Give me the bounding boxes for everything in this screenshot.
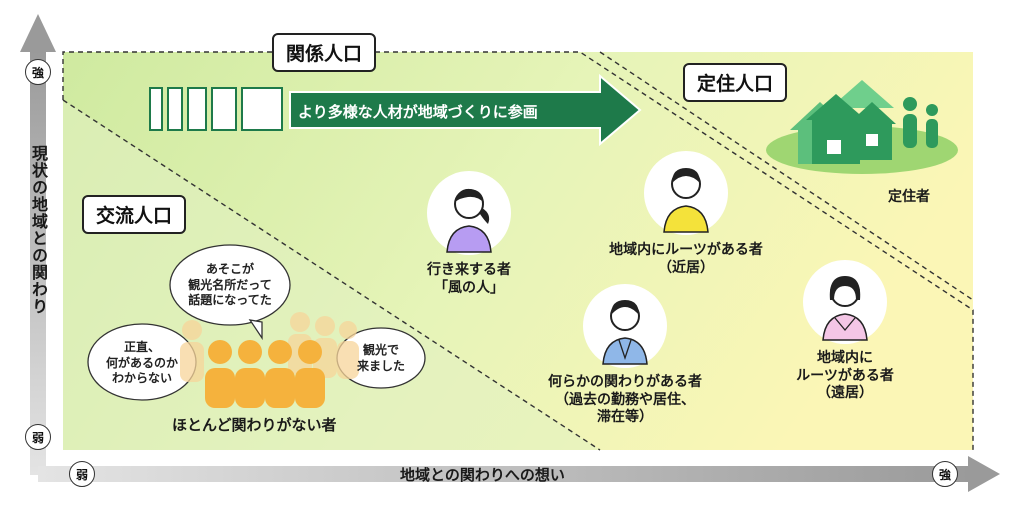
y-axis-title: 現状の地域との関わり [29, 145, 48, 315]
bubble-line: 話題になってた [188, 293, 272, 308]
koryu-boundary [62, 99, 601, 451]
bubble-right-text: 観光で 来ました [345, 343, 417, 374]
caption-line: （遠居） [817, 385, 873, 401]
y-axis-bar [30, 50, 46, 475]
house-group-icon [766, 80, 958, 174]
kankei-jinko-label: 関係人口 [272, 33, 377, 72]
y-axis-arrowhead [20, 14, 56, 52]
x-axis-high-label: 強 [932, 461, 958, 487]
kankei-boundary [62, 51, 974, 450]
bubble-line: 来ました [356, 358, 405, 373]
caption-line: ルーツがある者 [796, 367, 894, 384]
y-axis-high-label: 強 [25, 59, 51, 85]
person-enkyo-icon [803, 260, 887, 344]
caption-line: 地域内にルーツがある者 [609, 242, 763, 258]
caption-line: （近居） [658, 259, 714, 276]
person-kaze-icon [427, 171, 511, 255]
caption-line: 行き来する者 [427, 262, 511, 278]
bubble-line: 観光名所だって [188, 277, 272, 292]
bubble-line: あそこが [205, 262, 254, 276]
bubble-top-text: あそこが 観光名所だって 話題になってた [175, 262, 285, 309]
bubble-line: 観光で [362, 343, 399, 357]
step-boxes [149, 87, 283, 131]
bubble-left-text: 正直、 何があるのか わからない [92, 340, 192, 387]
person-kaze-caption: 行き来する者 「風の人」 [409, 262, 529, 297]
teiju-boundary [599, 51, 974, 301]
x-axis-title: 地域との関わりへの想い [400, 466, 565, 484]
caption-line: 滞在等） [597, 409, 653, 425]
caption-line: 地域内に [817, 350, 873, 366]
person-nanraka-icon [583, 284, 667, 368]
caption-line: 「風の人」 [434, 279, 504, 296]
bubble-line: 何があるのか [105, 355, 178, 370]
participation-arrow-text: より多様な人材が地域づくりに参画 [298, 103, 538, 121]
person-kinkyo-caption: 地域内にルーツがある者 （近居） [596, 242, 776, 277]
x-axis-arrowhead [968, 456, 1000, 492]
person-nanraka-caption: 何らかの関わりがある者 （過去の勤務や居住、 滞在等） [535, 374, 715, 427]
person-enkyo-caption: 地域内に ルーツがある者 （遠居） [785, 350, 905, 403]
residents-label: 定住者 [888, 189, 930, 205]
crowd-front-icon [205, 340, 325, 408]
caption-line: 何らかの関わりがある者 [548, 374, 702, 390]
bubble-line: 正直、 [123, 340, 160, 354]
caption-line: （過去の勤務や居住、 [555, 391, 695, 408]
bubble-line: わからない [111, 371, 172, 386]
person-kinkyo-icon [644, 151, 728, 235]
y-axis-low-label: 弱 [25, 424, 51, 450]
speech-bubble-top [169, 244, 291, 326]
crowd-label: ほとんど関わりがない者 [172, 416, 337, 434]
x-axis-low-label: 弱 [69, 461, 95, 487]
teiju-jinko-label: 定住人口 [683, 63, 788, 102]
koryu-jinko-label: 交流人口 [82, 195, 187, 234]
x-axis-bar [38, 466, 973, 482]
participation-arrow [289, 73, 642, 147]
